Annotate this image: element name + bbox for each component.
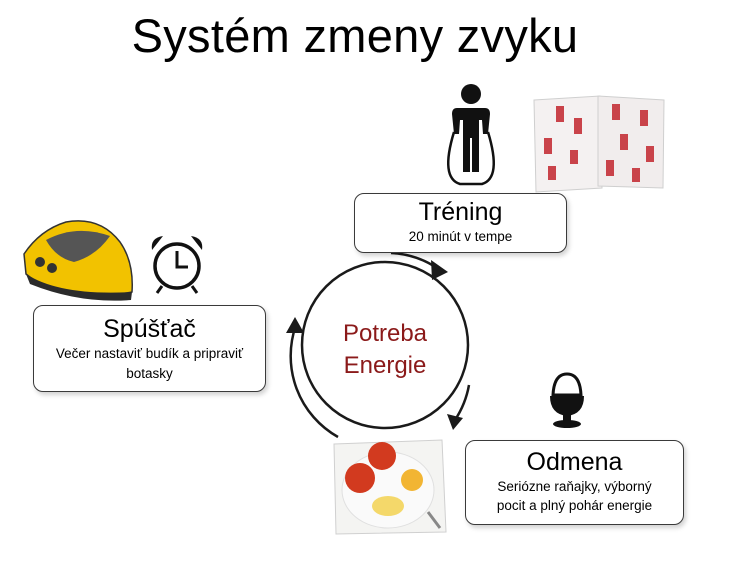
training-heading: Tréning [418,198,503,226]
exercise-sheets-photo [533,95,665,193]
page-title: Systém zmeny zvyku [131,9,579,62]
cycle-arc-left [289,324,339,439]
alarm-clock-icon [151,236,203,294]
center-need-label: Potreba Energie [315,318,455,382]
reward-text-line-1: Seriózne raňajky, výborný [497,479,652,494]
inner-circle [300,260,470,430]
jump-rope-person-icon [447,84,495,186]
training-text: 20 minút v tempe [408,229,513,244]
toe-shoes-photo [23,220,133,301]
trigger-text-line-2: botasky [126,366,173,381]
egg-cup-icon [550,372,584,428]
cycle-arrowhead-right [447,414,463,430]
reward-box: Odmena Seriózne raňajky, výborný pocit a… [465,440,684,525]
center-line-1: Potreba [342,320,428,347]
reward-text-line-2: pocit a plný pohár energie [496,498,653,513]
trigger-box: Spúšťač Večer nastaviť budík a pripraviť… [33,305,266,392]
trigger-text-line-1: Večer nastaviť budík a pripraviť [55,346,244,361]
breakfast-plate-photo [333,439,447,535]
trigger-heading: Spúšťač [103,315,196,343]
center-line-2: Energie [343,352,427,379]
reward-heading: Odmena [526,448,623,476]
training-box: Tréning 20 minút v tempe [354,193,567,253]
cycle-arc-right [453,384,471,421]
cycle-arrowhead-left [286,317,304,333]
cycle-arrowhead-top [431,260,448,280]
